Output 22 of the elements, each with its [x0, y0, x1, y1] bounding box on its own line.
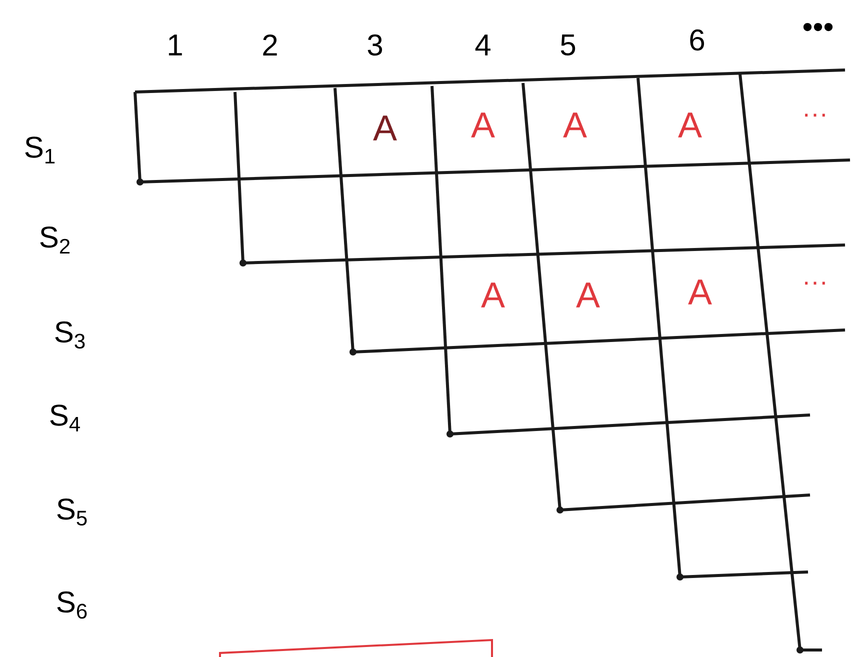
- column-header: 2: [263, 34, 277, 56]
- row-label: S$_{4}$: [50, 404, 80, 432]
- cell-letter: A: [471, 112, 495, 138]
- row-label: S$_{6}$: [57, 591, 87, 619]
- column-header: 5: [560, 34, 576, 56]
- column-header: 6: [690, 29, 704, 51]
- ellipsis: ···: [805, 282, 825, 285]
- cell-letter: A: [563, 112, 587, 138]
- row-label: S$_{1}$: [25, 136, 55, 164]
- cell-letter: A: [576, 282, 600, 308]
- row-label: S$_{2}$: [40, 226, 70, 254]
- ellipsis: ···: [805, 114, 825, 117]
- column-header: 1: [168, 34, 182, 56]
- cell-letter: A: [373, 116, 397, 140]
- cell-letter: A: [688, 280, 712, 304]
- row-label: S$_{3}$: [55, 321, 85, 349]
- cell-letter: A: [678, 112, 702, 138]
- column-header: 3: [368, 34, 382, 56]
- cell-letter: A: [481, 282, 505, 308]
- row-label: S$_{5}$: [57, 498, 87, 526]
- column-header: 4: [475, 34, 490, 56]
- ellipsis: •••: [803, 23, 833, 32]
